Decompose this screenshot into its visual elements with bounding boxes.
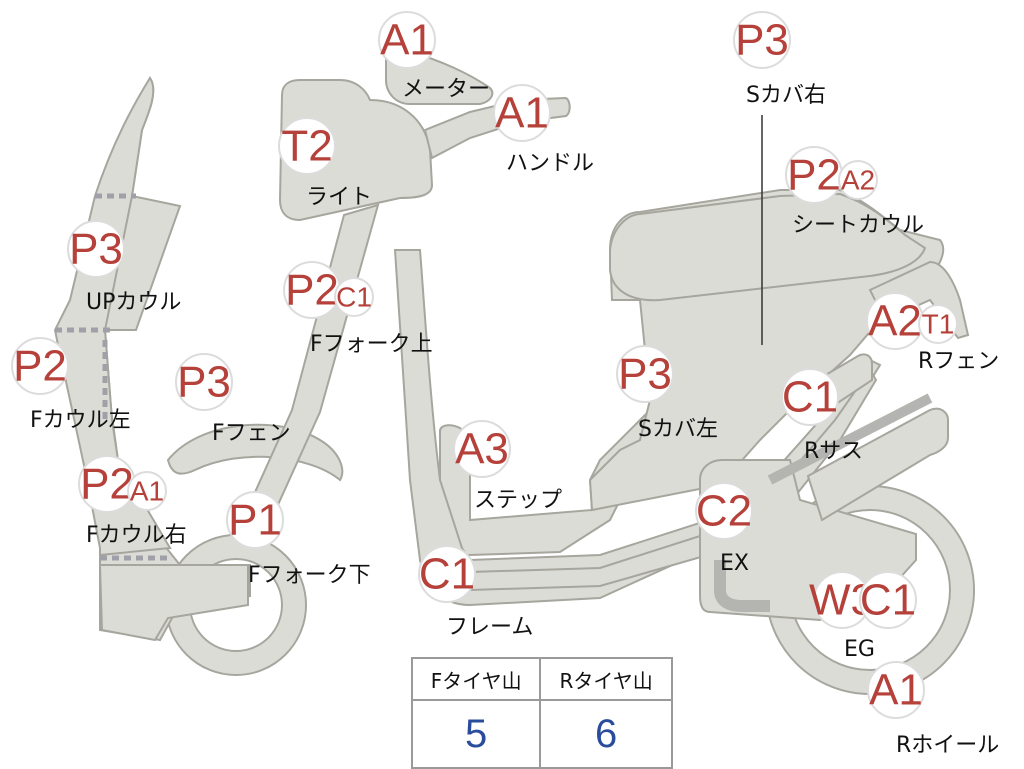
rear-tread-header: Rタイヤ山 — [539, 657, 673, 701]
badge-code: A2 — [868, 297, 922, 346]
front-tread-header: Fタイヤ山 — [410, 657, 542, 701]
eg-label: EG — [844, 637, 875, 662]
badge-code: C1 — [336, 282, 372, 313]
meter-label: メーター — [402, 77, 490, 102]
f-cowl-right-badge-1: A1 — [127, 471, 167, 511]
handle-badge-0: A1 — [493, 84, 551, 142]
light-badge-0: T2 — [278, 117, 336, 175]
ex-label: EX — [720, 551, 749, 576]
badge-code: A3 — [455, 425, 509, 474]
badge-circle — [453, 420, 511, 478]
f-fork-upper-label: Fフォーク上 — [310, 332, 433, 357]
badge-code: P3 — [177, 358, 231, 407]
f-cowl-right-label: Fカウル右 — [86, 523, 187, 548]
s-cover-right-label: Sカバ右 — [746, 83, 826, 108]
up-cowl-label: UPカウル — [86, 290, 181, 315]
seat-cowl-label: シートカウル — [792, 213, 924, 238]
r-wheel-label: Rホイール — [896, 733, 999, 758]
seat-cowl-badge-1: A2 — [838, 160, 878, 200]
badge-code: P2 — [285, 266, 339, 315]
s-cover-left-badge-0: P3 — [616, 345, 674, 403]
badge-circle — [493, 84, 551, 142]
badge-circle — [67, 220, 125, 278]
badge-code: C1 — [860, 576, 916, 625]
light-label: ライト — [306, 185, 372, 210]
f-fork-lower-label: Fフォーク下 — [248, 563, 371, 588]
frame-badge-0: C1 — [418, 545, 476, 603]
badge-circle — [695, 482, 753, 540]
eg-badge-1: C1 — [859, 571, 917, 629]
r-fender-badge-1: T1 — [918, 304, 958, 344]
badge-code: C2 — [696, 487, 752, 536]
badge-circle — [616, 345, 674, 403]
badge-code: C1 — [782, 373, 838, 422]
tread-header-row: Fタイヤ山 Rタイヤ山 — [410, 657, 673, 701]
badge-code: P2 — [787, 151, 841, 200]
r-wheel-badge-0: A1 — [867, 661, 925, 719]
badge-code: T1 — [922, 309, 955, 340]
f-cowl-left-label: Fカウル左 — [30, 408, 131, 433]
badge-circle — [418, 545, 476, 603]
meter-badge-0: A1 — [378, 11, 436, 69]
f-fender-label: Fフェン — [212, 421, 291, 446]
tire-tread-table: Fタイヤ山 Rタイヤ山 5 6 — [410, 657, 673, 769]
front-tread-value: 5 — [410, 699, 542, 769]
badge-circle — [859, 571, 917, 629]
badge-code: P2 — [80, 460, 134, 509]
front-fork-shape — [236, 203, 380, 542]
badge-circle — [226, 491, 284, 549]
badge-code: P3 — [735, 16, 789, 65]
s-cover-right-badge-0: P3 — [733, 11, 791, 69]
badge-code: P3 — [69, 225, 123, 274]
badge-circle — [918, 304, 958, 344]
badge-circle — [867, 661, 925, 719]
badge-circle — [127, 471, 167, 511]
f-fork-upper-badge-1: C1 — [334, 277, 374, 317]
badge-circle — [278, 117, 336, 175]
badge-circle — [781, 368, 839, 426]
badge-circle — [11, 337, 69, 395]
f-cowl-right-badge-0: P2 — [78, 455, 136, 513]
badge-code: A1 — [380, 16, 434, 65]
s-cover-left-label: Sカバ左 — [638, 417, 718, 442]
f-fork-upper-badge-0: P2 — [283, 261, 341, 319]
r-sus-badge-0: C1 — [781, 368, 839, 426]
up-cowl-badge-0: P3 — [67, 220, 125, 278]
badge-code: A1 — [495, 89, 549, 138]
r-sus-label: Rサス — [804, 439, 863, 464]
badge-code: A2 — [841, 165, 875, 196]
f-cowl-left-badge-0: P2 — [11, 337, 69, 395]
badge-circle — [334, 277, 374, 317]
frame-label: フレーム — [446, 615, 533, 640]
r-fender-badge-0: A2 — [866, 292, 924, 350]
badge-code: P3 — [618, 350, 672, 399]
badge-circle — [175, 353, 233, 411]
badge-code: T2 — [281, 122, 332, 171]
badge-circle — [838, 160, 878, 200]
badge-circle — [733, 11, 791, 69]
r-fender-label: Rフェン — [918, 349, 999, 374]
handle-label: ハンドル — [506, 151, 594, 176]
step-label: ステップ — [474, 488, 562, 513]
seat-cowl-badge-0: P2 — [785, 146, 843, 204]
f-fork-lower-badge-0: P1 — [226, 491, 284, 549]
step-badge-0: A3 — [453, 420, 511, 478]
exhaust-pipe — [714, 560, 770, 612]
ex-badge-0: C2 — [695, 482, 753, 540]
tread-value-row: 5 6 — [410, 699, 673, 769]
badge-code: C1 — [419, 550, 475, 599]
badge-code: A1 — [869, 666, 923, 715]
badge-circle — [378, 11, 436, 69]
rear-tread-value: 6 — [539, 699, 673, 769]
badge-code: A1 — [130, 476, 164, 507]
f-fender-badge-0: P3 — [175, 353, 233, 411]
badge-code: P2 — [13, 342, 67, 391]
badge-code: P1 — [228, 496, 282, 545]
